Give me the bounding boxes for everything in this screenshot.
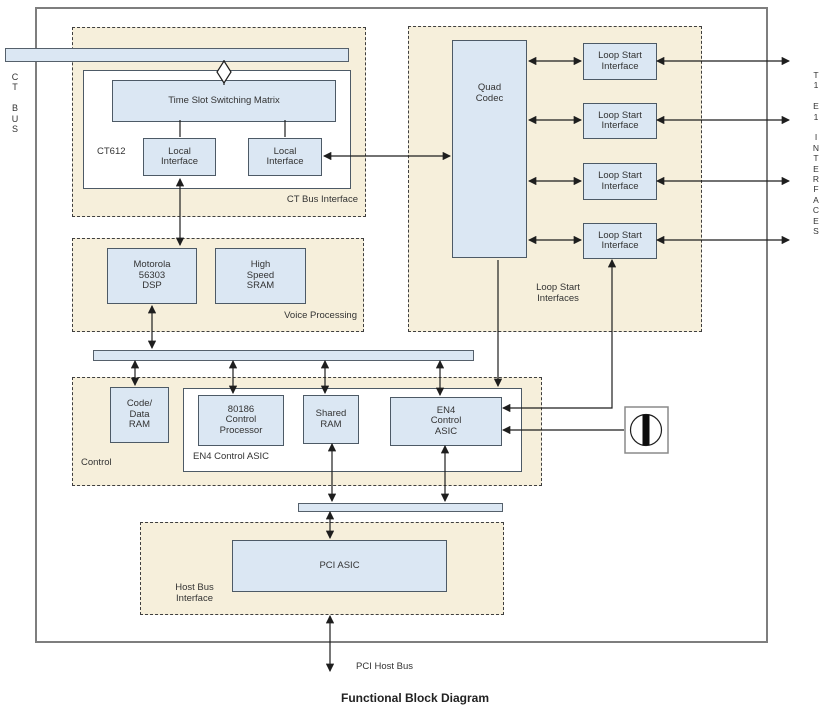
host-bus-bar bbox=[298, 503, 503, 512]
control-region-label: Control bbox=[81, 457, 112, 468]
block-en4-control-asic: EN4 Control ASIC bbox=[390, 397, 502, 446]
block-code-data-ram: Code/ Data RAM bbox=[110, 387, 169, 443]
block-motorola-56303-dsp: Motorola 56303 DSP bbox=[107, 248, 197, 304]
ct612-chip-label: CT612 bbox=[97, 146, 126, 157]
block-time-slot-switching-matrix: Time Slot Switching Matrix bbox=[112, 80, 336, 122]
pci-host-bus-label: PCI Host Bus bbox=[356, 661, 414, 672]
diagram-title: Functional Block Diagram bbox=[340, 691, 490, 705]
block-pci-asic: PCI ASIC bbox=[232, 540, 447, 592]
t1-e1-interfaces-vertical-label: T 1 E 1 I N T E R F A C E S bbox=[812, 70, 820, 237]
block-loop-start-interface-1: Loop Start Interface bbox=[583, 43, 657, 80]
block-quad-codec: Quad Codec bbox=[452, 40, 527, 258]
ct-bus-interface-region-label: CT Bus Interface bbox=[286, 194, 358, 205]
host-bus-interface-region-label: Host Bus Interface bbox=[175, 582, 214, 604]
block-loop-start-interface-3: Loop Start Interface bbox=[583, 163, 657, 200]
voice-processing-region-label: Voice Processing bbox=[284, 310, 357, 321]
block-loop-start-interface-4: Loop Start Interface bbox=[583, 223, 657, 259]
ct-bus-bar bbox=[5, 48, 349, 62]
block-80186-control-processor: 80186 Control Processor bbox=[198, 395, 284, 446]
block-high-speed-sram: High Speed SRAM bbox=[215, 248, 306, 304]
loop-start-interfaces-region-label: Loop Start Interfaces bbox=[536, 282, 580, 304]
en4-control-asic-container-label: EN4 Control ASIC bbox=[193, 451, 270, 462]
block-local-interface-1: Local Interface bbox=[143, 138, 216, 176]
block-local-interface-2: Local Interface bbox=[248, 138, 322, 176]
block-loop-start-interface-2: Loop Start Interface bbox=[583, 103, 657, 139]
ct-bus-vertical-label: C T B U S bbox=[11, 72, 19, 135]
block-shared-ram: Shared RAM bbox=[303, 395, 359, 444]
internal-bus-bar bbox=[93, 350, 474, 361]
